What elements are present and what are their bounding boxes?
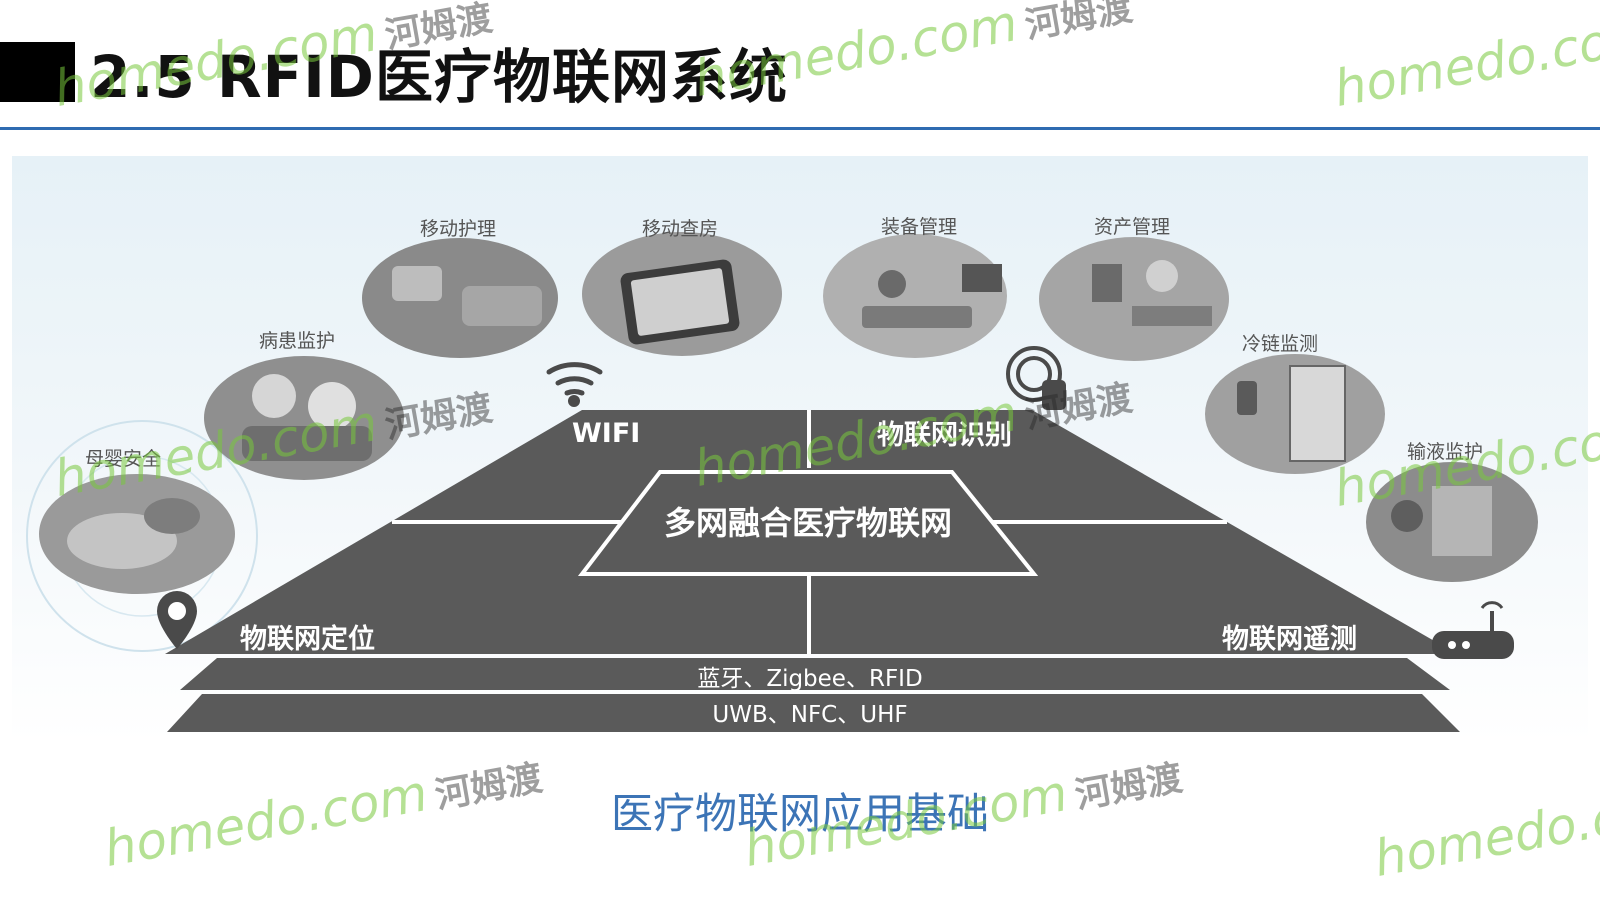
watermark: homedo.com: [1330, 4, 1600, 118]
wifi-icon: [546, 362, 603, 407]
equipment-room-photo: [823, 234, 1007, 358]
diagram-canvas: WIFI 物联网识别 多网融合医疗物联网 物联网定位 物联网遥测 蓝牙、Zigb…: [12, 156, 1588, 742]
center-label: 多网融合医疗物联网: [664, 504, 952, 542]
watermark-text: homedo.com: [1329, 4, 1600, 119]
app-label-asset-management: 资产管理: [1093, 216, 1171, 238]
infusion-photo: [1366, 462, 1538, 582]
base-layer-label: 蓝牙、Zigbee、RFID: [697, 666, 922, 692]
base-layer-1: [180, 658, 1450, 690]
quadrant-label-wifi: WIFI: [572, 418, 640, 449]
title-marker-block: [0, 42, 75, 102]
cold-chain-fridge-photo: [1205, 354, 1385, 474]
base-layer-2: [167, 694, 1460, 732]
mother-baby-photo: [39, 474, 235, 594]
title-underline: [0, 127, 1600, 130]
slide-caption: 医疗物联网应用基础: [610, 789, 989, 838]
app-label-infusion-monitoring: 输液监护: [1406, 441, 1484, 463]
app-label-mother-baby: 母婴安全: [84, 448, 162, 470]
app-label-cold-chain: 冷链监测: [1241, 333, 1319, 355]
operating-room-photo: [1039, 237, 1229, 361]
slide-title: 2.5 RFID医疗物联网系统: [90, 43, 788, 111]
quadrant-label-positioning: 物联网定位: [240, 623, 375, 655]
app-label-equipment-management: 装备管理: [880, 216, 958, 238]
watermark-text-cn: 河姆渡: [1022, 0, 1136, 47]
pyramid-diagram: WIFI 物联网识别 多网融合医疗物联网 物联网定位 物联网遥测 蓝牙、Zigb…: [26, 232, 1538, 732]
quadrant-label-telemetry: 物联网遥测: [1222, 624, 1357, 655]
router-icon: [1432, 601, 1514, 659]
app-label-patient-monitoring: 病患监护: [258, 330, 336, 352]
quadrant-label-identification: 物联网识别: [877, 420, 1012, 451]
bg-circle: [26, 420, 258, 652]
base-layer-label: UWB、NFC、UHF: [712, 702, 907, 728]
target-icon: [1006, 346, 1066, 410]
mobile-nursing-photo: [362, 238, 558, 358]
app-label-mobile-rounds: 移动查房: [641, 218, 719, 240]
location-pin-icon: [157, 591, 197, 649]
center-trapezoid: [577, 470, 1039, 576]
mobile-rounds-tablet-photo: [582, 232, 782, 356]
app-label-mobile-nursing: 移动护理: [419, 218, 497, 240]
patient-care-photo: [204, 356, 404, 480]
